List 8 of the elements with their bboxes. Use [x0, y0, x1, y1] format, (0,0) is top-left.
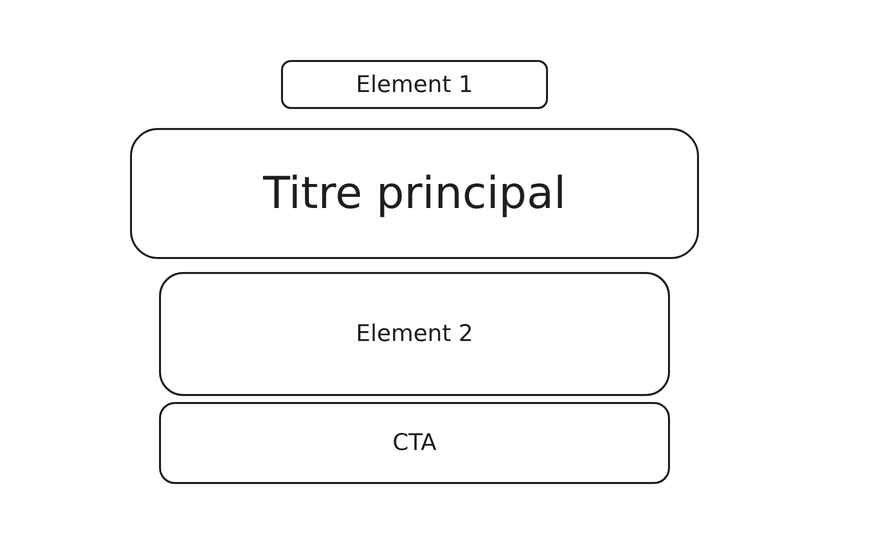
rounded-box — [281, 60, 548, 109]
heading-text: Titre principal — [263, 168, 566, 219]
rounded-box — [159, 402, 670, 484]
box-label: Element 1 — [356, 72, 474, 98]
box-label: CTA — [392, 430, 437, 456]
box-label: Element 2 — [356, 321, 474, 347]
rounded-box — [159, 272, 670, 396]
title-box — [130, 128, 699, 259]
